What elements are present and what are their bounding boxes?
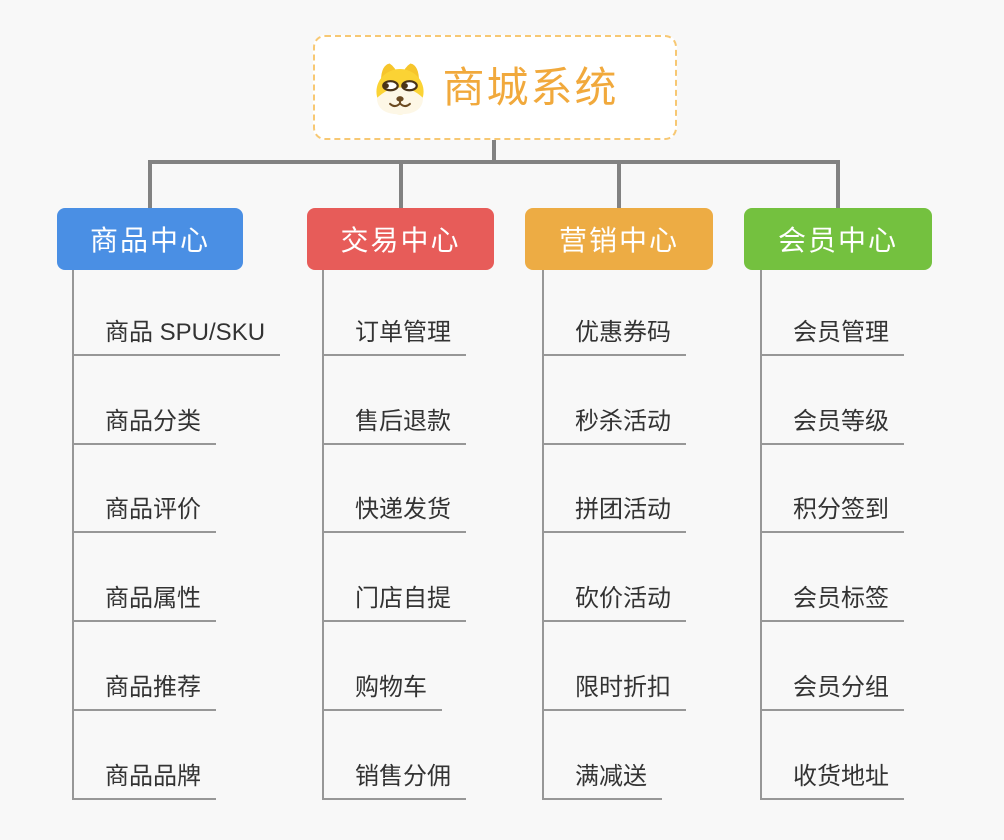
branch-drop-connector bbox=[836, 160, 840, 210]
leaf-item[interactable]: 会员分组 bbox=[760, 671, 904, 711]
branch-drop-connector bbox=[617, 160, 621, 210]
leaf-item[interactable]: 购物车 bbox=[322, 671, 442, 711]
leaf-item[interactable]: 商品分类 bbox=[72, 405, 216, 445]
leaf-item[interactable]: 门店自提 bbox=[322, 582, 466, 622]
leaf-item[interactable]: 优惠券码 bbox=[542, 316, 686, 356]
leaf-item[interactable]: 售后退款 bbox=[322, 405, 466, 445]
branch-header-product-center[interactable]: 商品中心 bbox=[57, 208, 243, 270]
leaf-item[interactable]: 收货地址 bbox=[760, 760, 904, 800]
root-stem-connector bbox=[492, 140, 496, 163]
leaf-item[interactable]: 商品品牌 bbox=[72, 760, 216, 800]
branch-header-trade-center[interactable]: 交易中心 bbox=[307, 208, 494, 270]
root-title: 商城系统 bbox=[442, 63, 619, 111]
branch-rail bbox=[760, 270, 762, 800]
leaf-item[interactable]: 商品推荐 bbox=[72, 671, 216, 711]
leaf-item[interactable]: 秒杀活动 bbox=[542, 405, 686, 445]
leaf-item[interactable]: 砍价活动 bbox=[542, 582, 686, 622]
leaf-item[interactable]: 商品属性 bbox=[72, 582, 216, 622]
leaf-item[interactable]: 会员等级 bbox=[760, 405, 904, 445]
branch-rail bbox=[322, 270, 324, 800]
leaf-item[interactable]: 快递发货 bbox=[322, 493, 466, 533]
leaf-item[interactable]: 积分签到 bbox=[760, 493, 904, 533]
branch-header-member-center[interactable]: 会员中心 bbox=[744, 208, 932, 270]
branch-rail bbox=[72, 270, 74, 800]
leaf-item[interactable]: 商品评价 bbox=[72, 493, 216, 533]
leaf-item[interactable]: 销售分佣 bbox=[322, 760, 466, 800]
trunk-connector bbox=[148, 160, 840, 164]
leaf-item[interactable]: 会员管理 bbox=[760, 316, 904, 356]
leaf-item[interactable]: 商品 SPU/SKU bbox=[72, 316, 281, 356]
branch-header-marketing-center[interactable]: 营销中心 bbox=[525, 208, 713, 270]
leaf-item[interactable]: 满减送 bbox=[542, 760, 662, 800]
branch-drop-connector bbox=[399, 160, 403, 210]
branch-rail bbox=[542, 270, 544, 800]
leaf-item[interactable]: 限时折扣 bbox=[542, 671, 686, 711]
branch-drop-connector bbox=[148, 160, 152, 210]
root-node[interactable]: 商城系统 bbox=[313, 35, 677, 140]
leaf-item[interactable]: 拼团活动 bbox=[542, 493, 686, 533]
leaf-item[interactable]: 会员标签 bbox=[760, 582, 904, 622]
leaf-item[interactable]: 订单管理 bbox=[322, 316, 466, 356]
doge-icon bbox=[376, 63, 425, 114]
